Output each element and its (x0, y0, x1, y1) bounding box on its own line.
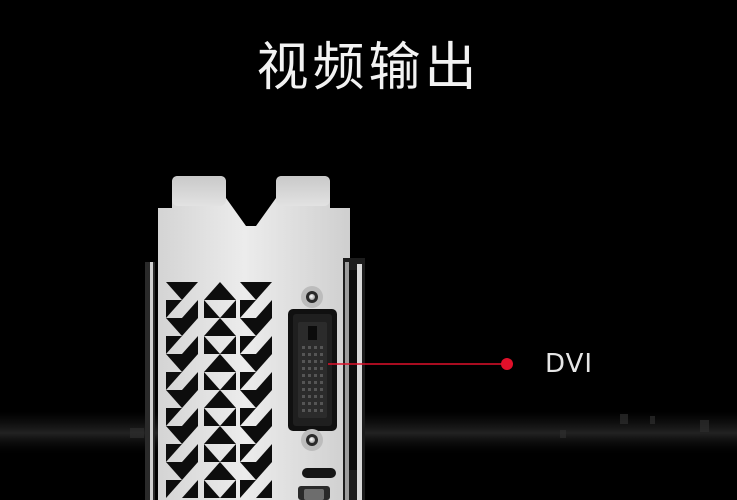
dvi-label: DVI (545, 349, 594, 379)
card-edge-right (343, 258, 365, 500)
callout-dot (501, 358, 513, 370)
floor-reflection (0, 412, 737, 454)
card-edge-highlight (150, 262, 153, 500)
vent-grille (166, 282, 272, 498)
bottom-port-partial (298, 486, 330, 500)
bracket-slot (302, 468, 336, 478)
dvi-port (288, 286, 337, 451)
floor-highlights (130, 414, 709, 438)
page-title: 视频输出 (256, 38, 481, 98)
bracket-tab-left (172, 176, 226, 206)
bracket-tab-right (276, 176, 330, 206)
